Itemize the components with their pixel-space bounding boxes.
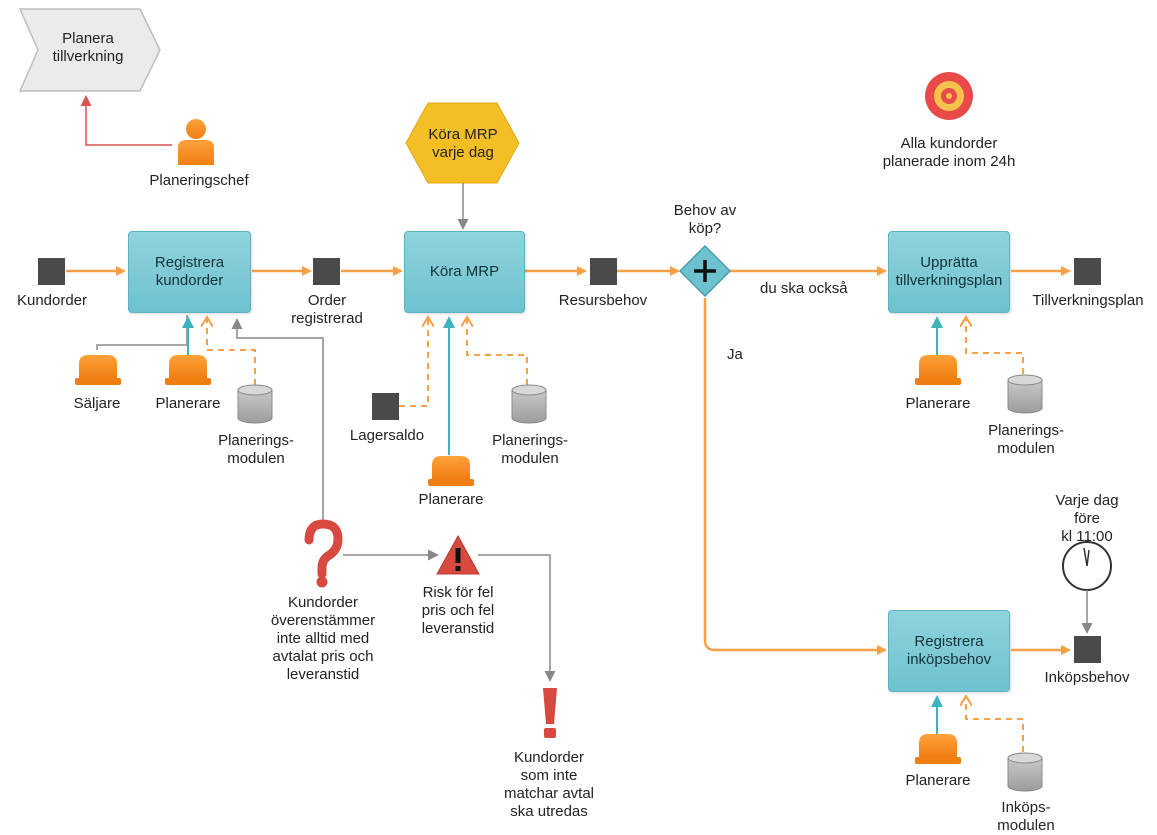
modul-to-uppratta (966, 317, 1024, 374)
goal-label: Alla kundorder planerade inom 24h (882, 135, 1016, 170)
object-kundorder-square (38, 258, 65, 285)
role-chef-label: Planeringschef (149, 172, 249, 189)
system-inkop-label: Inköps- modulen (997, 799, 1055, 834)
saljare-connection (96, 315, 188, 350)
object-lagersaldo-label: Lagersaldo (349, 427, 425, 444)
planerare-hat-icon (165, 355, 211, 385)
role-planerare-uppratta-label: Planerare (905, 395, 971, 412)
modul-to-mrp (467, 317, 528, 385)
exclamation-icon (543, 688, 557, 738)
issue-note-label: Kundorder som inte matchar avtal ska utr… (503, 749, 595, 820)
gateway-diamond (678, 244, 732, 298)
object-kundorder-label: Kundorder (16, 292, 88, 309)
lagersaldo-to-mrp (399, 317, 428, 407)
activity-registrera-inkopsbehov[interactable]: Registrera inköpsbehov (888, 610, 1010, 692)
object-resursbehov-square (590, 258, 617, 285)
saljare-hat-icon (75, 355, 121, 385)
planerare-mrp-hat-icon (428, 456, 474, 486)
object-resursbehov-label: Resursbehov (558, 292, 648, 309)
start-event-hexagon (405, 102, 520, 184)
role-planerare-label: Planerare (155, 395, 221, 412)
flow-gateway-to-inkop (703, 298, 887, 655)
object-plan-label: Tillverkningsplan (1032, 292, 1144, 309)
object-inkopsbehov-label: Inköpsbehov (1044, 669, 1130, 686)
trigger-label: Planera tillverkning (52, 30, 124, 65)
database-icon (511, 384, 547, 424)
database-icon (237, 384, 273, 424)
target-goal-icon (925, 72, 973, 120)
risk-to-issue (478, 554, 556, 682)
question-to-registrera (231, 318, 324, 525)
warning-triangle-icon (436, 534, 480, 575)
start-event-label: Köra MRP varje dag (428, 126, 498, 161)
role-planerare-inkop-label: Planerare (905, 772, 971, 789)
object-order-label: Order registrerad (291, 292, 363, 327)
activity-registrera-kundorder[interactable]: Registrera kundorder (128, 231, 251, 313)
activity-uppratta-tillverkningsplan[interactable]: Upprätta tillverkningsplan (888, 231, 1010, 313)
planerare-uppratta-hat-icon (915, 355, 961, 385)
timer-label: Varje dag före kl 11:00 (1055, 492, 1119, 545)
role-saljare-label: Säljare (73, 395, 121, 412)
process-trigger-shape (18, 8, 161, 92)
chef-to-trigger-line (80, 95, 172, 146)
role-planerare-mrp-label: Planerare (418, 491, 484, 508)
object-order-square (313, 258, 340, 285)
gateway-question-label: Behov av köp? (673, 202, 737, 237)
planerare-inkop-hat-icon (915, 734, 961, 764)
gateway-also-label: du ska också (760, 280, 848, 297)
activity-kora-mrp[interactable]: Köra MRP (404, 231, 525, 313)
object-inkopsbehov-square (1074, 636, 1101, 663)
system-planering-mrp-label: Planerings- modulen (492, 432, 568, 467)
person-icon (178, 119, 214, 165)
modul-to-inkop (966, 696, 1024, 752)
risk-note-label: Risk för fel pris och fel leveranstid (421, 584, 495, 637)
object-plan-square (1074, 258, 1101, 285)
system-planering-uppratta-label: Planerings- modulen (988, 422, 1064, 457)
question-mark-icon (304, 519, 343, 588)
gateway-yes-label: Ja (727, 346, 743, 363)
question-note-label: Kundorder överenstämmer inte alltid med … (270, 594, 376, 683)
database-icon (1007, 374, 1043, 414)
database-icon (1007, 752, 1043, 792)
object-lagersaldo-square (372, 393, 399, 420)
system-planering-label: Planerings- modulen (218, 432, 294, 467)
clock-timer-icon (1062, 541, 1112, 591)
modul-to-registrera (207, 317, 256, 385)
